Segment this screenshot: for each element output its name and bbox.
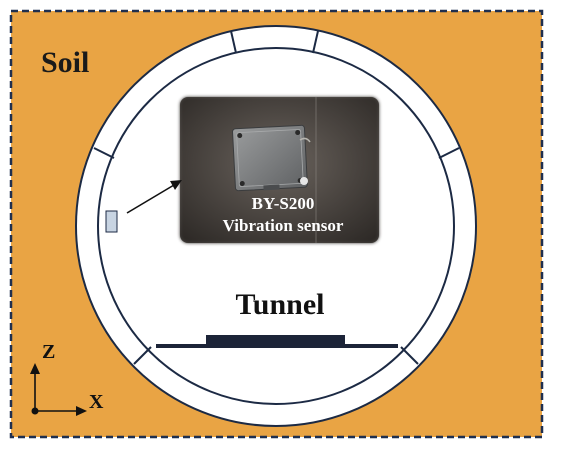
x-axis-label: X bbox=[89, 391, 104, 413]
soil-label: Soil bbox=[41, 46, 89, 79]
sensor-device bbox=[232, 124, 308, 192]
segment-joint bbox=[400, 346, 419, 365]
sensor-marker bbox=[105, 210, 118, 233]
z-axis-label: Z bbox=[42, 341, 55, 363]
track-slab bbox=[206, 335, 345, 346]
segment-joint bbox=[312, 30, 319, 54]
segment-joint bbox=[93, 147, 115, 159]
sensor-photo bbox=[180, 97, 379, 243]
pointer-arrow bbox=[126, 180, 182, 214]
coordinate-axes: Z X bbox=[30, 341, 104, 416]
segment-joint bbox=[438, 147, 460, 159]
sensor-description-label: Vibration sensor bbox=[223, 216, 344, 235]
sensor-model-label: BY-S200 bbox=[252, 194, 315, 213]
segment-joint bbox=[133, 346, 152, 365]
tunnel-label: Tunnel bbox=[236, 288, 325, 321]
axis-origin bbox=[31, 407, 39, 415]
segment-joints bbox=[93, 30, 460, 365]
segment-joint bbox=[230, 30, 237, 54]
